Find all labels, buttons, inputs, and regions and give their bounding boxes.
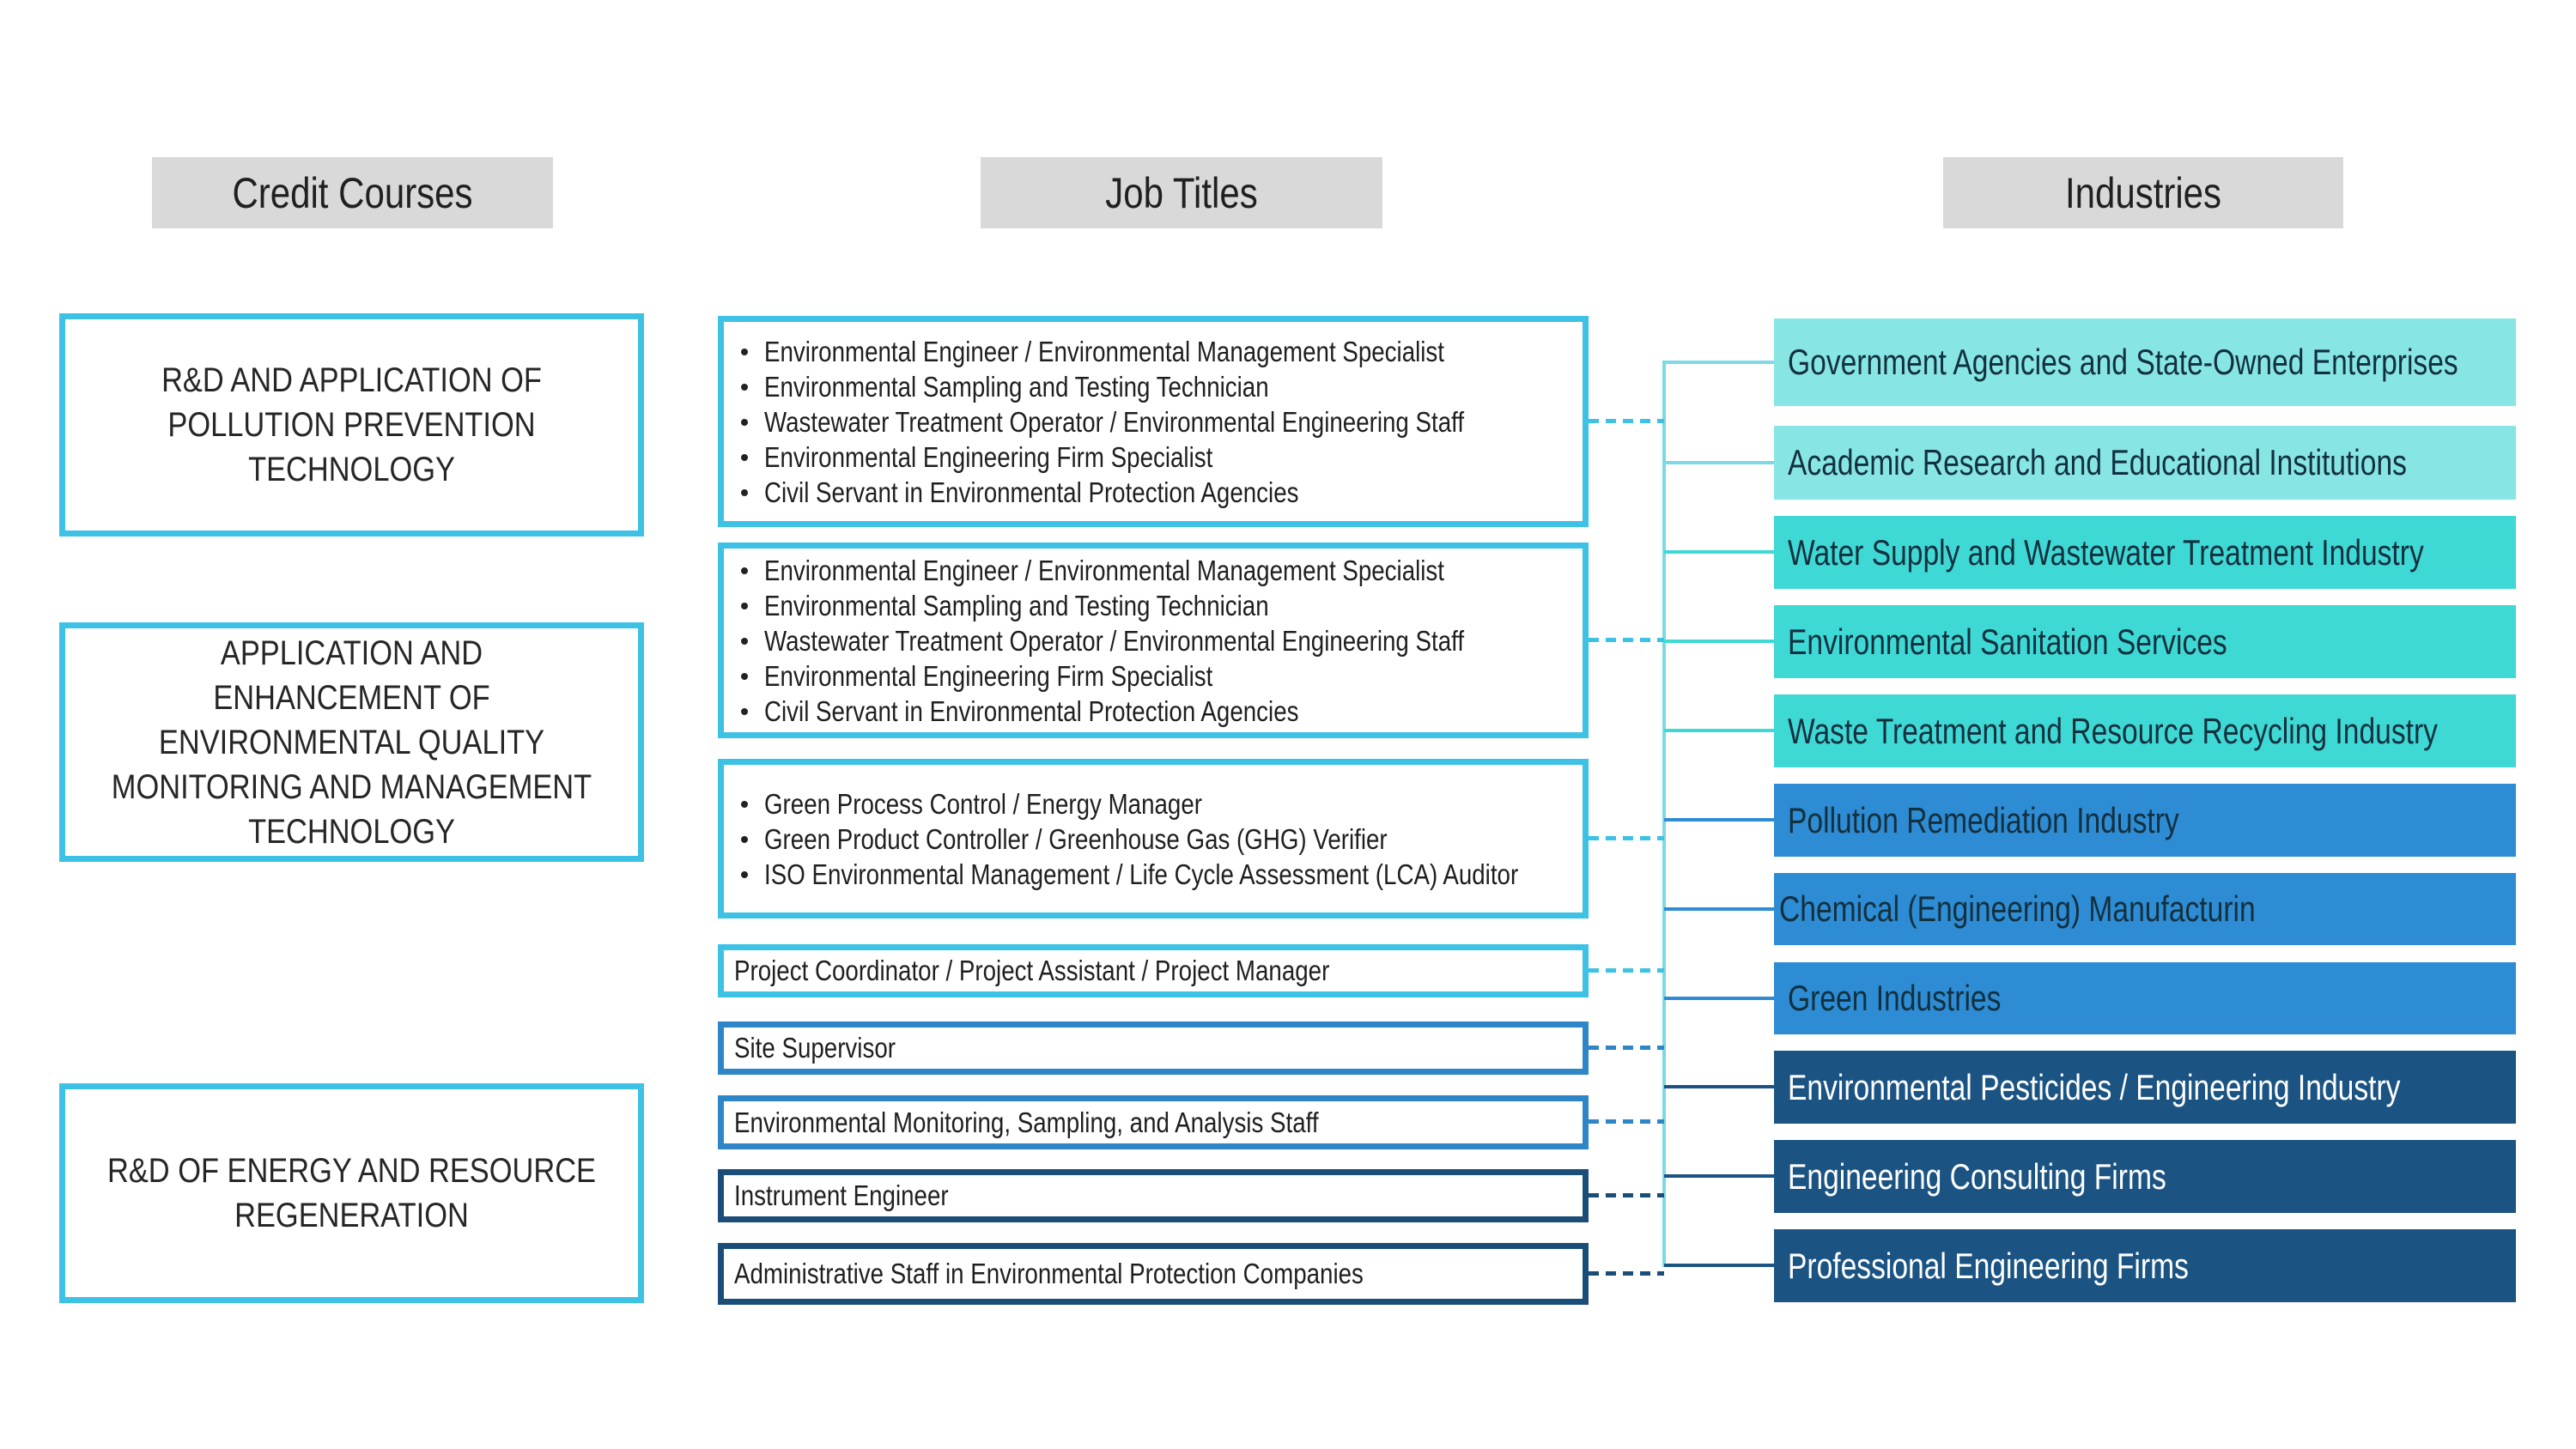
column-header-industries: Industries [1943,157,2343,228]
industry-label: Green Industries [1788,978,2002,1018]
bullet-item: Environmental Engineering Firm Specialis… [724,440,1569,475]
dashed-connector-6 [1589,1119,1664,1124]
branch-line-4 [1664,640,1774,643]
course-title: R&D OF ENERGY AND RESOURCE REGENERATION [107,1152,596,1234]
branch-line-5 [1664,729,1774,732]
bullet-list: Environmental Engineer / Environmental M… [724,334,1583,510]
bullet-item: Green Process Control / Energy Manager [724,786,1569,822]
bullet-list: Environmental Engineer / Environmental M… [724,553,1583,729]
bullet-item: Environmental Sampling and Testing Techn… [724,588,1569,623]
bullet-item: Wastewater Treatment Operator / Environm… [724,404,1569,440]
job-box-2: Environmental Engineer / Environmental M… [718,543,1589,738]
industry-bar-professional-engineering: Professional Engineering Firms [1774,1229,2516,1302]
bullet-item: Wastewater Treatment Operator / Environm… [724,623,1569,658]
job-box-project-coordinator: Project Coordinator / Project Assistant … [718,944,1589,997]
connector-trunk [1662,361,1666,1267]
dashed-connector-3 [1589,836,1664,840]
bullet-item: Civil Servant in Environmental Protectio… [724,694,1569,729]
course-title: R&D AND APPLICATION OF POLLUTION PREVENT… [161,361,542,488]
industry-bar-chemical-manufacturing: Chemical (Engineering) Manufacturin [1774,873,2516,945]
header-label: Credit Courses [232,168,473,217]
industry-label: Pollution Remediation Industry [1788,799,2179,840]
header-label: Industries [2064,168,2222,217]
job-box-environmental-monitoring-staff: Environmental Monitoring, Sampling, and … [718,1095,1589,1149]
industry-label: Chemical (Engineering) Manufacturin [1779,888,2256,929]
branch-line-1 [1664,361,1774,364]
bullet-item: Environmental Sampling and Testing Techn… [724,369,1569,404]
branch-line-3 [1664,550,1774,554]
industry-bar-academic-research: Academic Research and Educational Instit… [1774,426,2516,500]
industry-bar-environmental-pesticides: Environmental Pesticides / Engineering I… [1774,1051,2516,1124]
industry-label: Waste Treatment and Resource Recycling I… [1788,710,2438,751]
column-header-job-titles: Job Titles [981,157,1382,228]
branch-line-11 [1664,1264,1774,1267]
header-label: Job Titles [1105,168,1258,217]
bullet-item: Environmental Engineering Firm Specialis… [724,658,1569,694]
industry-label: Government Agencies and State-Owned Ente… [1788,342,2458,382]
industry-bar-environmental-sanitation: Environmental Sanitation Services [1774,605,2516,678]
industry-label: Academic Research and Educational Instit… [1788,442,2407,482]
bullet-item: Civil Servant in Environmental Protectio… [724,475,1569,510]
branch-line-7 [1664,907,1774,911]
branch-line-9 [1664,1085,1774,1088]
bullet-item: Environmental Engineer / Environmental M… [724,334,1569,369]
dashed-connector-2 [1589,638,1664,642]
branch-line-10 [1664,1174,1774,1178]
dashed-connector-1 [1589,419,1664,423]
job-label: Environmental Monitoring, Sampling, and … [734,1106,1319,1138]
dashed-connector-8 [1589,1271,1664,1276]
job-box-administrative-staff: Administrative Staff in Environmental Pr… [718,1243,1589,1305]
job-box-1: Environmental Engineer / Environmental M… [718,316,1589,527]
industry-bar-waste-treatment: Waste Treatment and Resource Recycling I… [1774,694,2516,767]
branch-line-6 [1664,818,1774,822]
dashed-connector-4 [1589,968,1664,973]
column-header-credit-courses: Credit Courses [152,157,553,228]
industry-bar-water-supply: Water Supply and Wastewater Treatment In… [1774,516,2516,589]
bullet-item: Environmental Engineer / Environmental M… [724,553,1569,588]
course-box-pollution-prevention: R&D AND APPLICATION OF POLLUTION PREVENT… [59,313,644,537]
bullet-item: ISO Environmental Management / Life Cycl… [724,857,1569,892]
branch-line-2 [1664,461,1774,464]
dashed-connector-7 [1589,1193,1664,1197]
industry-label: Environmental Sanitation Services [1788,621,2227,662]
industry-bar-pollution-remediation: Pollution Remediation Industry [1774,784,2516,857]
course-box-environmental-monitoring: APPLICATION AND ENHANCEMENT OF ENVIRONME… [59,622,644,862]
course-box-energy-resource-regeneration: R&D OF ENERGY AND RESOURCE REGENERATION [59,1083,644,1303]
job-box-site-supervisor: Site Supervisor [718,1022,1589,1075]
job-box-3: Green Process Control / Energy Manager G… [718,759,1589,919]
industry-label: Environmental Pesticides / Engineering I… [1788,1066,2401,1107]
industry-bar-green-industries: Green Industries [1774,962,2516,1034]
industry-bar-engineering-consulting: Engineering Consulting Firms [1774,1140,2516,1213]
bullet-list: Green Process Control / Energy Manager G… [724,786,1583,892]
industry-label: Professional Engineering Firms [1788,1245,2189,1286]
job-label: Administrative Staff in Environmental Pr… [734,1258,1364,1289]
course-title: APPLICATION AND ENHANCEMENT OF ENVIRONME… [111,634,592,851]
bullet-item: Green Product Controller / Greenhouse Ga… [724,822,1569,857]
industry-label: Engineering Consulting Firms [1788,1155,2166,1197]
dashed-connector-5 [1589,1046,1664,1050]
job-label: Project Coordinator / Project Assistant … [734,955,1330,986]
job-label: Site Supervisor [734,1032,896,1064]
branch-line-8 [1664,997,1774,1000]
job-label: Instrument Engineer [734,1179,949,1211]
job-box-instrument-engineer: Instrument Engineer [718,1169,1589,1222]
industry-label: Water Supply and Wastewater Treatment In… [1788,531,2424,573]
industry-bar-government-agencies: Government Agencies and State-Owned Ente… [1774,318,2516,406]
